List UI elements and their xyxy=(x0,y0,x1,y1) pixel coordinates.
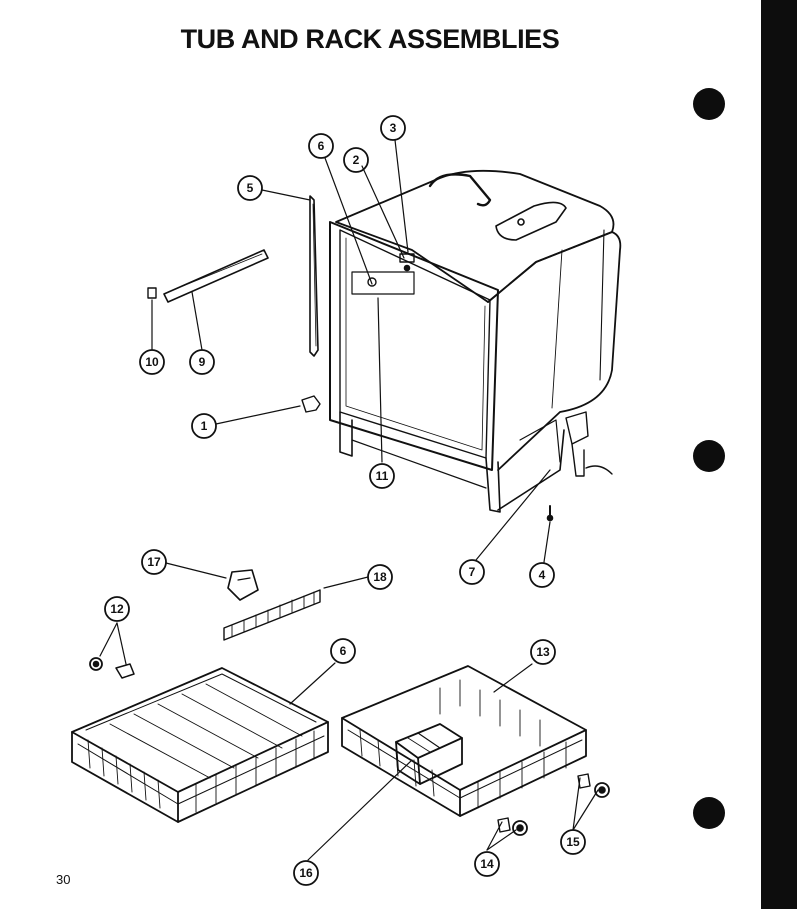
punch-hole-bottom xyxy=(693,797,725,829)
callout-label-18: 18 xyxy=(373,570,387,584)
callout-6-rack: 6 xyxy=(330,638,356,664)
callout-label-11: 11 xyxy=(376,469,389,483)
callout-15: 15 xyxy=(560,829,586,855)
callout-14: 14 xyxy=(474,851,500,877)
binding-strip xyxy=(761,0,797,909)
callout-label-1: 1 xyxy=(201,419,208,433)
callout-label-14: 14 xyxy=(480,857,494,871)
callout-5: 5 xyxy=(237,175,263,201)
callout-16: 16 xyxy=(293,860,319,886)
callout-label-5: 5 xyxy=(247,181,254,195)
callout-12: 12 xyxy=(104,596,130,622)
punch-hole-top xyxy=(693,88,725,120)
callout-label-4: 4 xyxy=(539,568,546,582)
callout-17: 17 xyxy=(141,549,167,575)
callout-2: 2 xyxy=(343,147,369,173)
callout-label-12: 12 xyxy=(110,602,124,616)
callout-3: 3 xyxy=(380,115,406,141)
callout-label-9: 9 xyxy=(199,355,206,369)
callout-7: 7 xyxy=(459,559,485,585)
punch-hole-middle xyxy=(693,440,725,472)
leader-lines xyxy=(99,139,599,861)
callout-4: 4 xyxy=(529,562,555,588)
page-title: TUB AND RACK ASSEMBLIES xyxy=(180,24,560,54)
callout-label-13: 13 xyxy=(536,645,550,659)
callout-label-6-rack: 6 xyxy=(340,644,347,658)
callout-13: 13 xyxy=(530,639,556,665)
rack-wheels xyxy=(497,773,610,836)
callout-18: 18 xyxy=(367,564,393,590)
callout-label-15: 15 xyxy=(566,835,580,849)
callout-label-7: 7 xyxy=(469,565,476,579)
tub-assembly xyxy=(329,169,622,522)
callout-10: 10 xyxy=(139,349,165,375)
callout-label-3: 3 xyxy=(390,121,397,135)
callout-label-10: 10 xyxy=(145,355,159,369)
lower-rack xyxy=(341,665,587,817)
callout-label-17: 17 xyxy=(147,555,161,569)
callout-label-2: 2 xyxy=(353,153,360,167)
callout-1: 1 xyxy=(191,413,217,439)
callout-9: 9 xyxy=(189,349,215,375)
callouts: 1 2 3 4 5 6 6 7 9 10 11 12 13 14 15 16 1… xyxy=(104,115,586,886)
upper-rack xyxy=(71,667,329,823)
callout-11: 11 xyxy=(369,463,395,489)
page-number: 30 xyxy=(56,872,71,887)
callout-label-6: 6 xyxy=(318,139,325,153)
loose-parts xyxy=(147,195,321,413)
callout-6: 6 xyxy=(308,133,334,159)
callout-label-16: 16 xyxy=(299,866,313,880)
rack-accessories xyxy=(89,569,321,679)
